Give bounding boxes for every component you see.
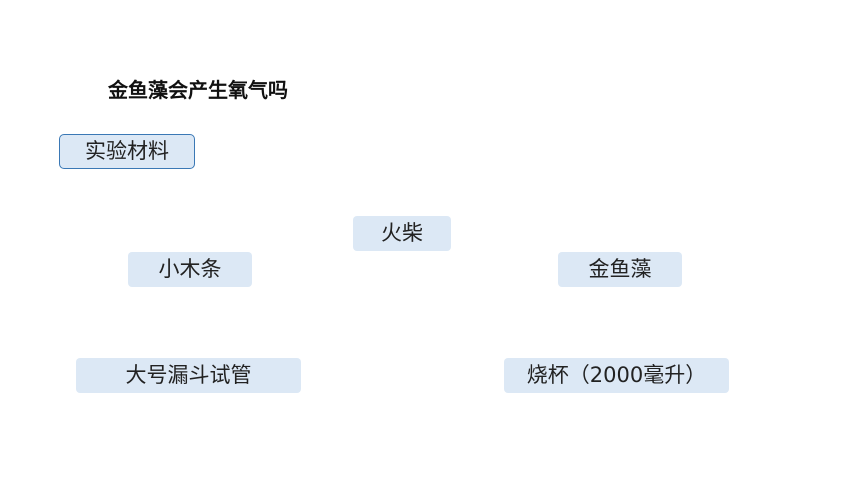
slide-title: 金鱼藻会产生氧气吗	[108, 78, 288, 102]
material-item-hornwort: 金鱼藻	[558, 252, 682, 287]
material-item-matches: 火柴	[353, 216, 451, 251]
material-item-beaker: 烧杯（2000毫升）	[504, 358, 729, 393]
section-label-materials: 实验材料	[59, 134, 195, 169]
material-item-wood-stick: 小木条	[128, 252, 252, 287]
material-item-funnel-test-tube: 大号漏斗试管	[76, 358, 301, 393]
